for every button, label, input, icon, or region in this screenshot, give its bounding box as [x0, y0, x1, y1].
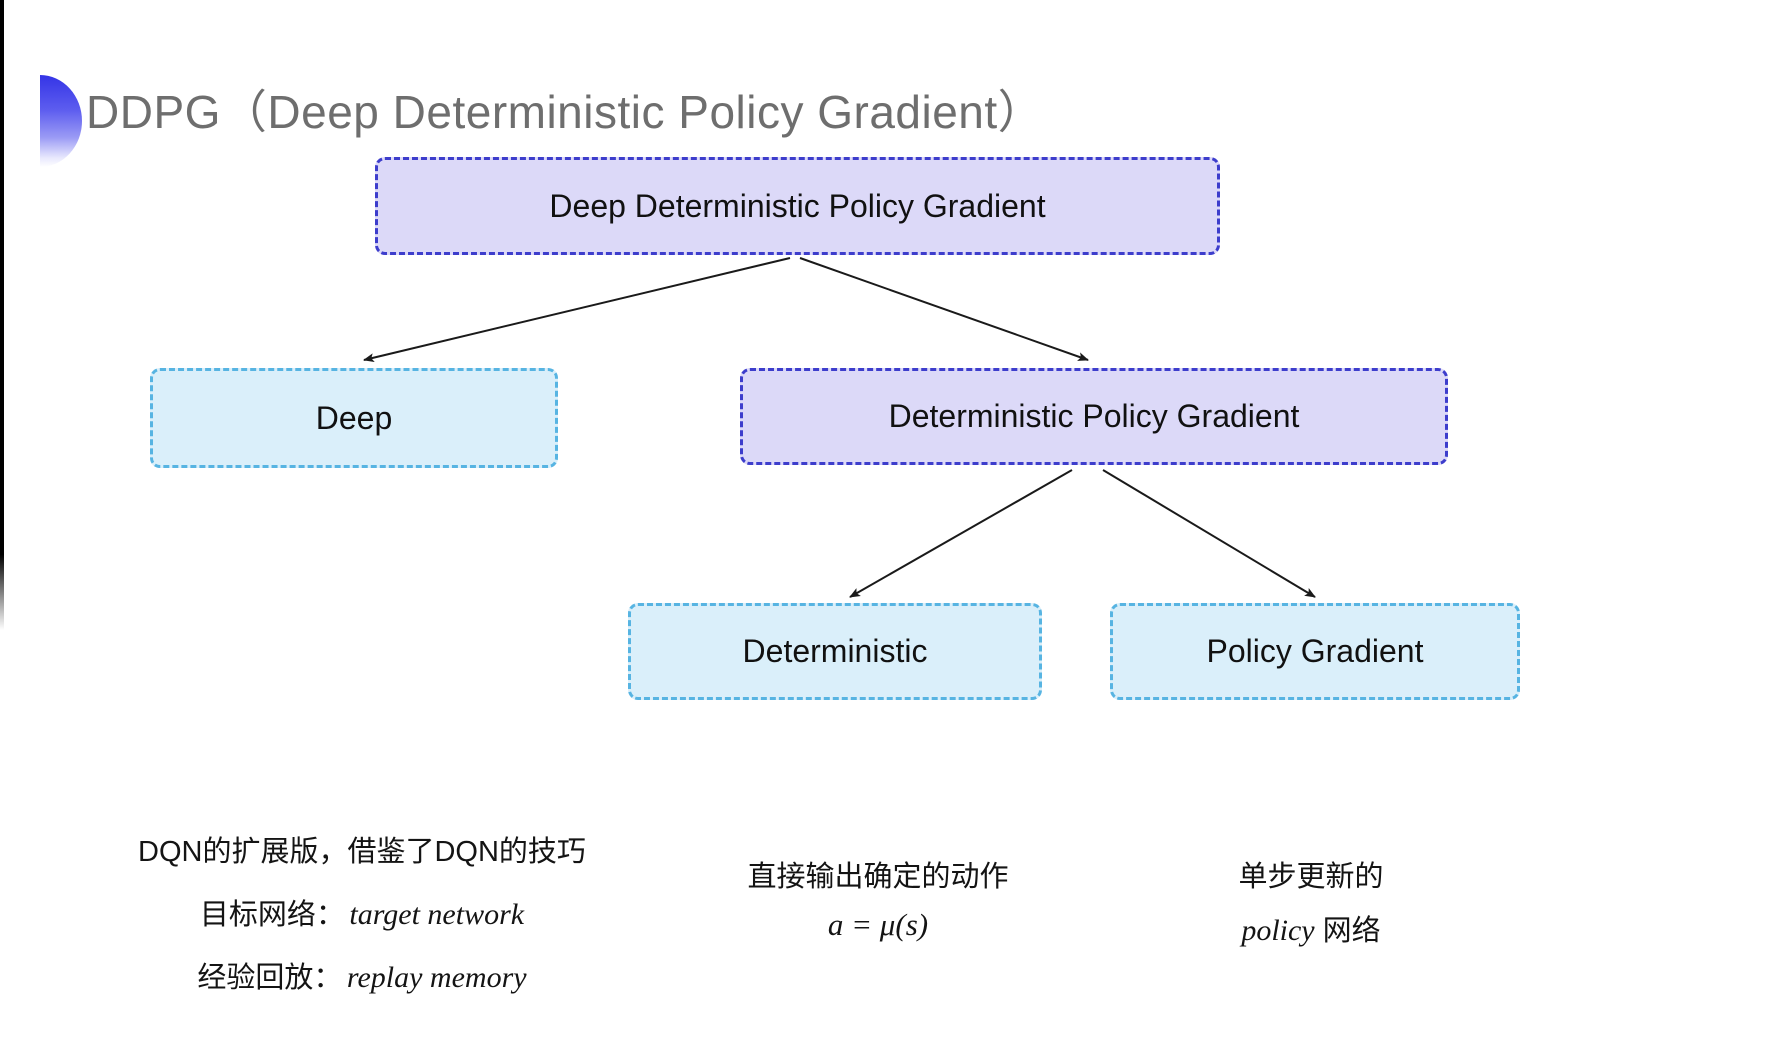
- note-dqn-line2-zh: 目标网络：: [199, 899, 345, 931]
- edge-root-dpg: [799, 257, 1089, 361]
- left-edge-strip: [0, 0, 4, 630]
- note-dqn-line3-zh: 经验回放：: [197, 962, 343, 994]
- node-dpg-label: Deterministic Policy Gradient: [888, 398, 1300, 434]
- note-dqn-line3: 经验回放： replay memory: [100, 954, 624, 996]
- note-deterministic: 直接输出确定的动作 a = μ(s): [688, 853, 1068, 955]
- node-dpg: Deterministic Policy Gradient: [740, 368, 1448, 465]
- node-deep: Deep: [150, 368, 558, 468]
- note-dqn-line2: 目标网络： target network: [100, 891, 624, 933]
- note-dqn-line1: DQN的扩展版，借鉴了DQN的技巧: [138, 836, 586, 868]
- node-policy-gradient: Policy Gradient: [1110, 603, 1520, 700]
- note-dqn-line2-en: target network: [349, 898, 525, 931]
- edge-dpg-deterministic: [849, 469, 1073, 598]
- note-policy-gradient-line2-zh: 网络: [1314, 915, 1381, 947]
- node-root-label: Deep Deterministic Policy Gradient: [549, 187, 1046, 224]
- note-dqn-line3-en: replay memory: [346, 961, 527, 994]
- node-deterministic: Deterministic: [628, 603, 1042, 700]
- title-bullet-icon: [40, 75, 82, 167]
- edge-dpg-policy-gradient: [1102, 469, 1316, 598]
- note-policy-gradient-line1: 单步更新的: [1238, 861, 1384, 893]
- edge-root-deep: [363, 257, 791, 363]
- note-policy-gradient-line2: policy 网络: [1151, 907, 1471, 949]
- note-deterministic-line1: 直接输出确定的动作: [747, 861, 1009, 893]
- page-title: DDPG（Deep Deterministic Policy Gradient）: [86, 86, 1045, 138]
- note-policy-gradient: 单步更新的 policy 网络: [1151, 853, 1471, 961]
- node-deterministic-label: Deterministic: [742, 633, 928, 669]
- node-root: Deep Deterministic Policy Gradient: [375, 157, 1220, 255]
- note-dqn: DQN的扩展版，借鉴了DQN的技巧 目标网络： target network 经…: [100, 828, 624, 1017]
- note-policy-gradient-line2-en: policy: [1241, 914, 1315, 947]
- note-deterministic-formula: a = μ(s): [827, 907, 929, 942]
- node-policy-gradient-label: Policy Gradient: [1206, 633, 1424, 669]
- node-deep-label: Deep: [315, 399, 393, 436]
